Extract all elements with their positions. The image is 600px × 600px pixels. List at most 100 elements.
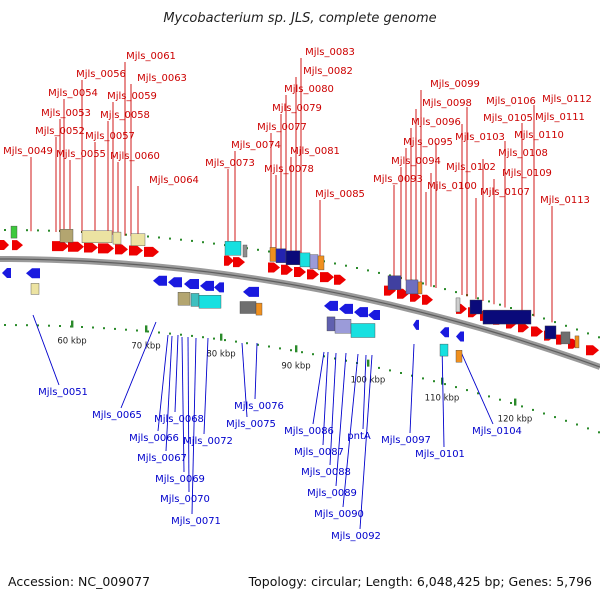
annotation-block <box>574 335 580 349</box>
kbp-dot-inner <box>554 416 556 419</box>
leader-line <box>460 351 494 425</box>
forward-gene-label: Mjls_0073 <box>205 158 255 169</box>
kbp-dot-inner <box>158 331 160 334</box>
annotation-block <box>177 292 191 306</box>
reverse-gene-arrow <box>440 327 449 338</box>
reverse-gene-arrow <box>200 280 214 291</box>
forward-gene-label: Mjls_0113 <box>540 195 590 206</box>
kbp-dot-inner <box>323 355 325 358</box>
forward-gene-arrow <box>233 257 245 268</box>
reverse-gene-label: Mjls_0104 <box>472 426 522 437</box>
kbp-dot-outer <box>213 242 215 245</box>
forward-gene-label: Mjls_0098 <box>422 98 472 109</box>
gene-features <box>0 225 599 363</box>
annotation-block <box>224 241 242 256</box>
leader-line <box>165 335 173 452</box>
annotation-block <box>326 316 336 332</box>
kbp-dot-inner <box>180 333 182 336</box>
forward-gene-label: Mjls_0079 <box>272 103 322 114</box>
reverse-gene-label: Mjls_0065 <box>92 410 142 421</box>
forward-gene-arrow <box>144 246 159 257</box>
kbp-tick-label: 110 kbp <box>425 394 460 404</box>
kbp-dot-outer <box>576 328 578 331</box>
reverse-gene-label: Mjls_0066 <box>129 433 179 444</box>
kbp-dot-outer <box>191 239 193 242</box>
forward-gene-label: Mjls_0063 <box>137 73 187 84</box>
kbp-dot-inner <box>235 340 237 343</box>
forward-gene-label: Mjls_0111 <box>535 112 585 123</box>
forward-gene-label: Mjls_0110 <box>514 130 564 141</box>
kbp-dot-inner <box>334 357 336 360</box>
reverse-gene-arrow <box>184 279 199 289</box>
forward-gene-arrow <box>518 322 529 333</box>
forward-gene-label: Mjls_0108 <box>498 148 548 159</box>
forward-gene-arrow <box>586 345 599 356</box>
kbp-tick-label: 80 kbp <box>206 350 235 360</box>
kbp-dot-inner <box>290 349 292 352</box>
annotation-block <box>469 299 483 315</box>
kbp-dot-inner <box>543 412 545 415</box>
kbp-dot-inner <box>411 374 413 377</box>
kbp-dot-inner <box>125 328 127 331</box>
kbp-dot-outer <box>125 233 127 236</box>
forward-gene-arrow <box>0 240 9 250</box>
forward-gene-arrow <box>84 242 98 253</box>
annotation-block <box>405 279 419 295</box>
forward-gene-label: Mjls_0054 <box>48 88 98 99</box>
forward-gene-arrow <box>12 240 23 251</box>
kbp-dot-outer <box>433 285 435 288</box>
forward-gene-label: Mjls_0053 <box>41 108 91 119</box>
forward-gene-label: Mjls_0102 <box>446 162 496 173</box>
kbp-tick-mark <box>295 345 298 353</box>
reverse-gene-arrow <box>456 331 464 342</box>
topology-text: Topology: circular; Length: 6,048,425 bp… <box>248 574 592 589</box>
forward-gene-label: Mjls_0055 <box>56 149 106 160</box>
kbp-tick-label: 60 kbp <box>57 337 86 347</box>
reverse-gene-label: Mjls_0067 <box>137 453 187 464</box>
kbp-tick-mark <box>220 333 223 341</box>
forward-gene-arrow <box>224 255 234 266</box>
kbp-dot-inner <box>378 366 380 369</box>
kbp-dot-outer <box>587 332 589 335</box>
reverse-gene-label: Mjls_0086 <box>284 426 334 437</box>
reverse-gene-label: Mjls_0069 <box>155 474 205 485</box>
kbp-dot-outer <box>543 317 545 320</box>
reverse-gene-arrow <box>168 277 182 288</box>
kbp-dot-inner <box>268 345 270 348</box>
kbp-dot-inner <box>136 329 138 332</box>
forward-gene-label: Mjls_0060 <box>110 151 160 162</box>
gene-labels: Mjls_0049Mjls_0052Mjls_0053Mjls_0054Mjls… <box>3 47 592 542</box>
forward-gene-label: Mjls_0074 <box>231 140 281 151</box>
kbp-dot-outer <box>367 269 369 272</box>
forward-gene-label: Mjls_0085 <box>315 189 365 200</box>
kbp-dot-outer <box>334 262 336 265</box>
annotation-block <box>30 283 40 295</box>
kbp-dot-inner <box>224 339 226 342</box>
forward-gene-label: Mjls_0096 <box>411 117 461 128</box>
kbp-dot-outer <box>268 250 270 253</box>
kbp-dot-inner <box>213 337 215 340</box>
annotation-block <box>81 230 113 244</box>
forward-gene-arrow <box>568 338 579 349</box>
reverse-gene-label: Mjls_0092 <box>331 531 381 542</box>
kbp-dot-outer <box>378 271 380 274</box>
forward-gene-label: Mjls_0064 <box>149 175 199 186</box>
backbone-edge <box>0 258 600 368</box>
forward-gene-label: Mjls_0105 <box>483 113 533 124</box>
map-title: Mycobacterium sp. JLS, complete genome <box>163 11 436 26</box>
kbp-tick-label: 90 kbp <box>281 361 310 371</box>
kbp-dot-inner <box>257 343 259 346</box>
kbp-dot-inner <box>312 353 314 356</box>
reverse-gene-label: Mjls_0087 <box>294 447 344 458</box>
kbp-dot-outer <box>169 237 171 240</box>
kbp-dot-inner <box>400 372 402 374</box>
kbp-dot-inner <box>389 369 391 372</box>
kbp-dot-outer <box>389 274 391 277</box>
kbp-dot-outer <box>499 303 501 306</box>
label-leaders <box>30 58 553 530</box>
kbp-dot-outer <box>257 248 259 251</box>
forward-gene-label: Mjls_0112 <box>542 94 592 105</box>
kbp-dot-inner <box>477 392 479 395</box>
kbp-dot-outer <box>180 238 182 241</box>
